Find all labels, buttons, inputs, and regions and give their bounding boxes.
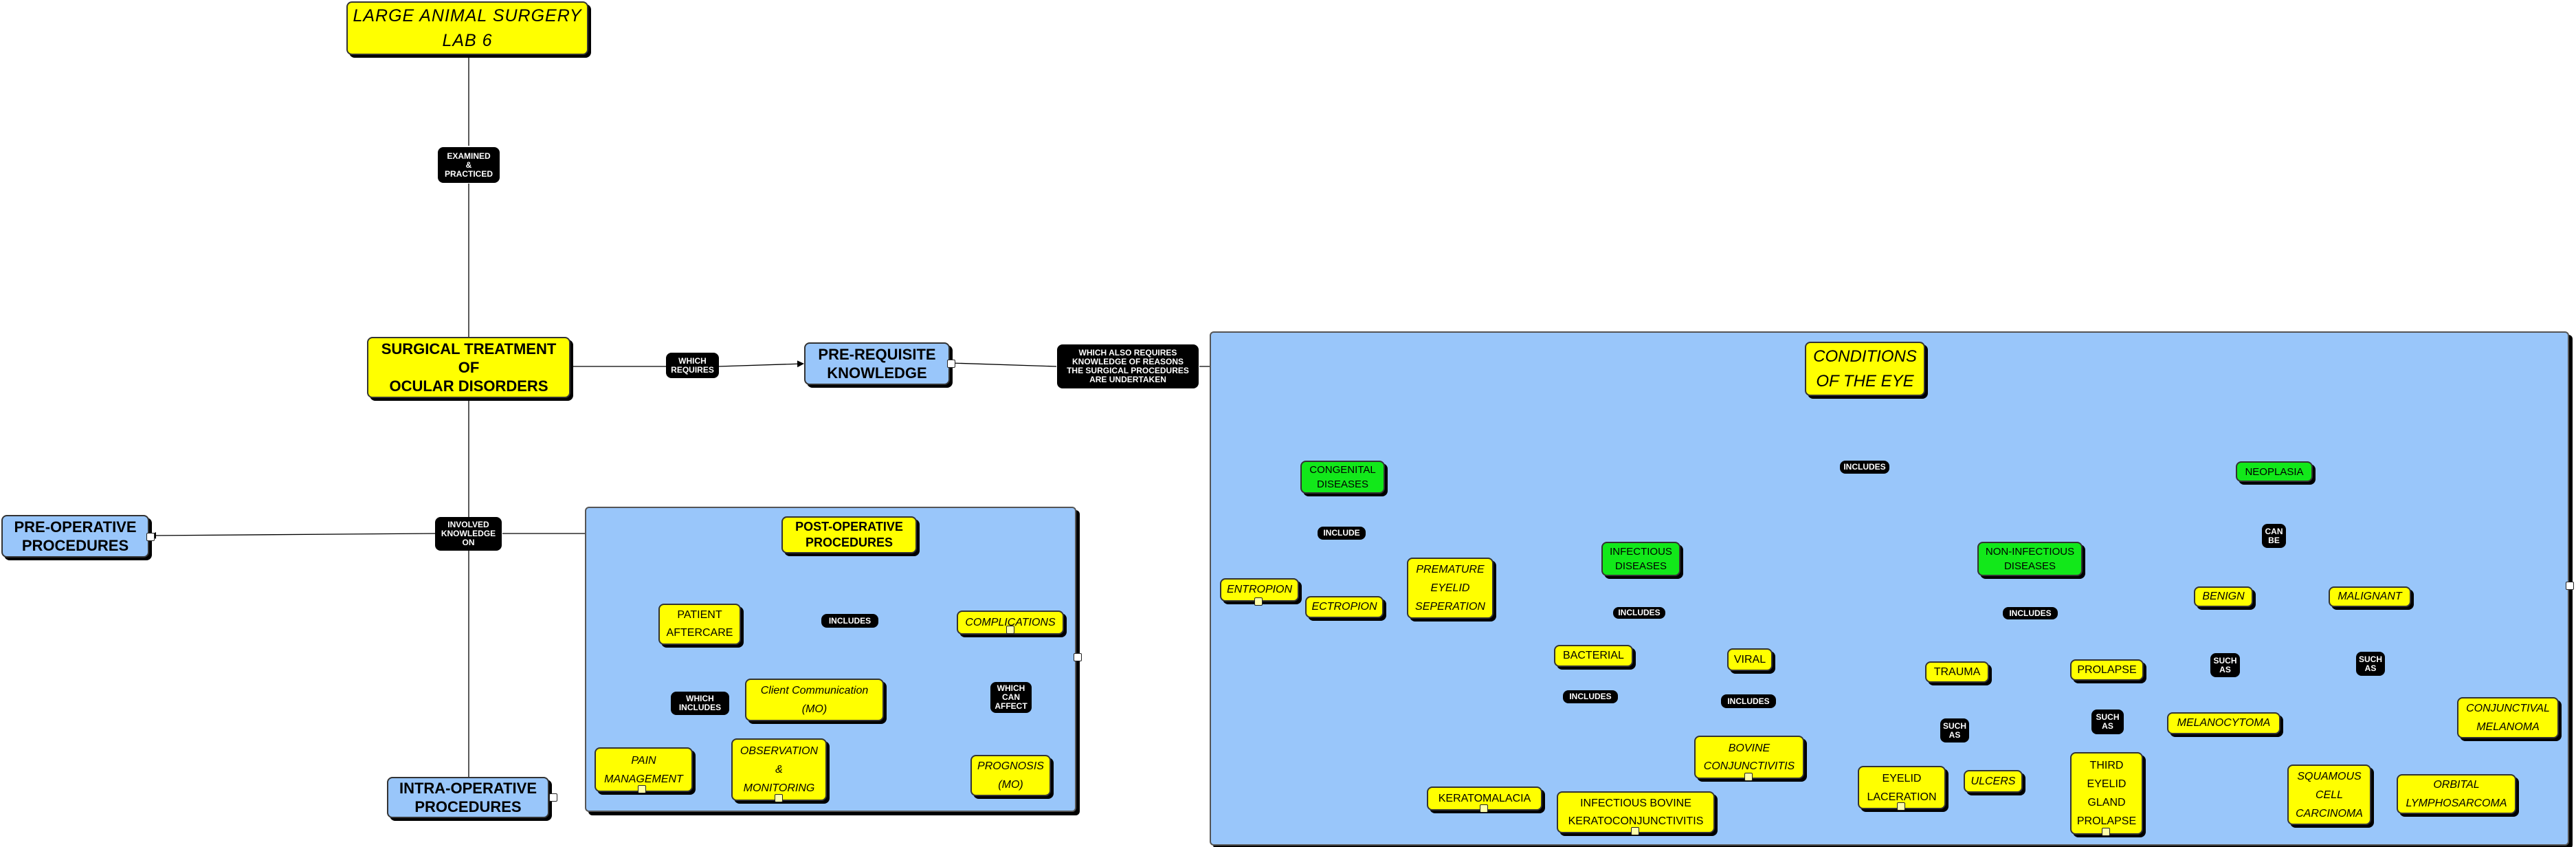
such-as-prolapse-link[interactable]: SUCH AS: [2091, 710, 2124, 734]
neoplasia-node[interactable]: NEOPLASIA: [2236, 461, 2313, 482]
third-eyelid-gland-prolapse-node[interactable]: THIRD EYELID GLAND PROLAPSE: [2070, 752, 2143, 835]
such-as-trauma-link[interactable]: SUCH AS: [1940, 718, 1969, 742]
which-includes-link[interactable]: WHICH INCLUDES: [671, 692, 729, 715]
observation-resource-icon[interactable]: [775, 794, 783, 802]
includes-conditions-link[interactable]: INCLUDES: [1840, 461, 1889, 474]
entropion-resource-icon[interactable]: [1254, 597, 1263, 606]
eyelid-laceration-node[interactable]: EYELID LACERATION: [1858, 766, 1946, 809]
preop-collapse-icon[interactable]: [146, 533, 155, 541]
squamous-cell-carcinoma-node[interactable]: SQUAMOUS CELL CARCINOMA: [2287, 764, 2371, 825]
melanocytoma-node[interactable]: MELANOCYTOMA: [2167, 712, 2280, 734]
orbital-lymphosarcoma-node[interactable]: ORBITAL LYMPHOSARCOMA: [2397, 774, 2516, 814]
include-congenital-link[interactable]: INCLUDE: [1318, 527, 1366, 540]
non-infectious-diseases-node[interactable]: NON-INFECTIOUS DISEASES: [1977, 542, 2083, 576]
intraoperative-procedures-node[interactable]: INTRA-OPERATIVE PROCEDURES: [387, 777, 549, 818]
premature-eyelid-node[interactable]: PREMATURE EYELID SEPERATION: [1407, 558, 1494, 619]
can-be-link[interactable]: CAN BE: [2262, 524, 2286, 548]
ectropion-node[interactable]: ECTROPION: [1305, 596, 1384, 618]
which-can-affect-link[interactable]: WHICH CAN AFFECT: [990, 682, 1032, 713]
viral-node[interactable]: VIRAL: [1727, 648, 1773, 671]
preoperative-procedures-node[interactable]: PRE-OPERATIVE PROCEDURES: [1, 515, 149, 558]
prerequisite-collapse-icon[interactable]: [947, 360, 955, 368]
bovine-conjunctivitis-resource-icon[interactable]: [1744, 773, 1753, 781]
keratomalacia-node[interactable]: KERATOMALACIA: [1427, 786, 1542, 811]
involved-knowledge-link[interactable]: INVOLVED KNOWLEDGE ON: [435, 517, 502, 551]
examined-practiced-link[interactable]: EXAMINED & PRACTICED: [438, 147, 500, 183]
third-eyelid-resource-icon[interactable]: [2102, 828, 2110, 836]
lab-title-node[interactable]: LARGE ANIMAL SURGERY LAB 6: [346, 1, 588, 55]
conditions-panel-collapse-icon[interactable]: [2566, 582, 2574, 590]
conditions-of-eye-node[interactable]: CONDITIONS OF THE EYE: [1805, 342, 1925, 396]
such-as-benign-link[interactable]: SUCH AS: [2210, 653, 2240, 677]
keratomalacia-resource-icon[interactable]: [1480, 804, 1488, 813]
includes-viral-link[interactable]: INCLUDES: [1721, 694, 1776, 708]
malignant-node[interactable]: MALIGNANT: [2329, 586, 2411, 607]
postoperative-procedures-node[interactable]: POST-OPERATIVE PROCEDURES: [781, 516, 917, 553]
prerequisite-knowledge-node[interactable]: PRE-REQUISITE KNOWLEDGE: [804, 342, 950, 385]
benign-node[interactable]: BENIGN: [2194, 586, 2253, 607]
intraop-collapse-icon[interactable]: [549, 793, 557, 802]
eyelid-laceration-resource-icon[interactable]: [1897, 802, 1905, 811]
patient-aftercare-node[interactable]: PATIENT AFTERCARE: [658, 604, 741, 645]
infectious-diseases-node[interactable]: INFECTIOUS DISEASES: [1601, 542, 1680, 576]
includes-non-infectious-link[interactable]: INCLUDES: [2003, 607, 2058, 619]
observation-monitoring-node[interactable]: OBSERVATION & MONITORING: [731, 738, 827, 801]
includes-bacterial-link[interactable]: INCLUDES: [1563, 690, 1618, 703]
bovine-conjunctivitis-node[interactable]: BOVINE CONJUNCTIVITIS: [1694, 736, 1804, 779]
prognosis-node[interactable]: PROGNOSIS (MO): [970, 755, 1051, 796]
which-requires-link[interactable]: WHICH REQUIRES: [666, 353, 719, 378]
surgical-treatment-node[interactable]: SURGICAL TREATMENT OF OCULAR DISORDERS: [367, 337, 570, 398]
trauma-node[interactable]: TRAUMA: [1925, 661, 1989, 683]
conjunctival-melanoma-node[interactable]: CONJUNCTIVAL MELANOMA: [2457, 697, 2559, 738]
bacterial-node[interactable]: BACTERIAL: [1554, 645, 1633, 667]
entropion-node[interactable]: ENTROPION: [1220, 578, 1299, 602]
pain-management-node[interactable]: PAIN MANAGEMENT: [595, 747, 693, 792]
includes-postop-link[interactable]: INCLUDES: [821, 614, 878, 628]
includes-infectious-link[interactable]: INCLUDES: [1613, 607, 1665, 619]
ulcers-node[interactable]: ULCERS: [1964, 770, 2023, 793]
congenital-diseases-node[interactable]: CONGENITAL DISEASES: [1300, 461, 1385, 494]
prolapse-node[interactable]: PROLAPSE: [2070, 659, 2144, 681]
client-communication-node[interactable]: Client Communication (MO): [745, 679, 884, 721]
such-as-malignant-link[interactable]: SUCH AS: [2356, 652, 2385, 676]
which-also-requires-link[interactable]: WHICH ALSO REQUIRES KNOWLEDGE OF REASONS…: [1057, 344, 1199, 388]
complications-resource-icon[interactable]: [1006, 626, 1014, 634]
ibk-resource-icon[interactable]: [1631, 827, 1639, 835]
postop-panel-collapse-icon[interactable]: [1074, 653, 1082, 661]
pain-management-resource-icon[interactable]: [638, 785, 646, 793]
